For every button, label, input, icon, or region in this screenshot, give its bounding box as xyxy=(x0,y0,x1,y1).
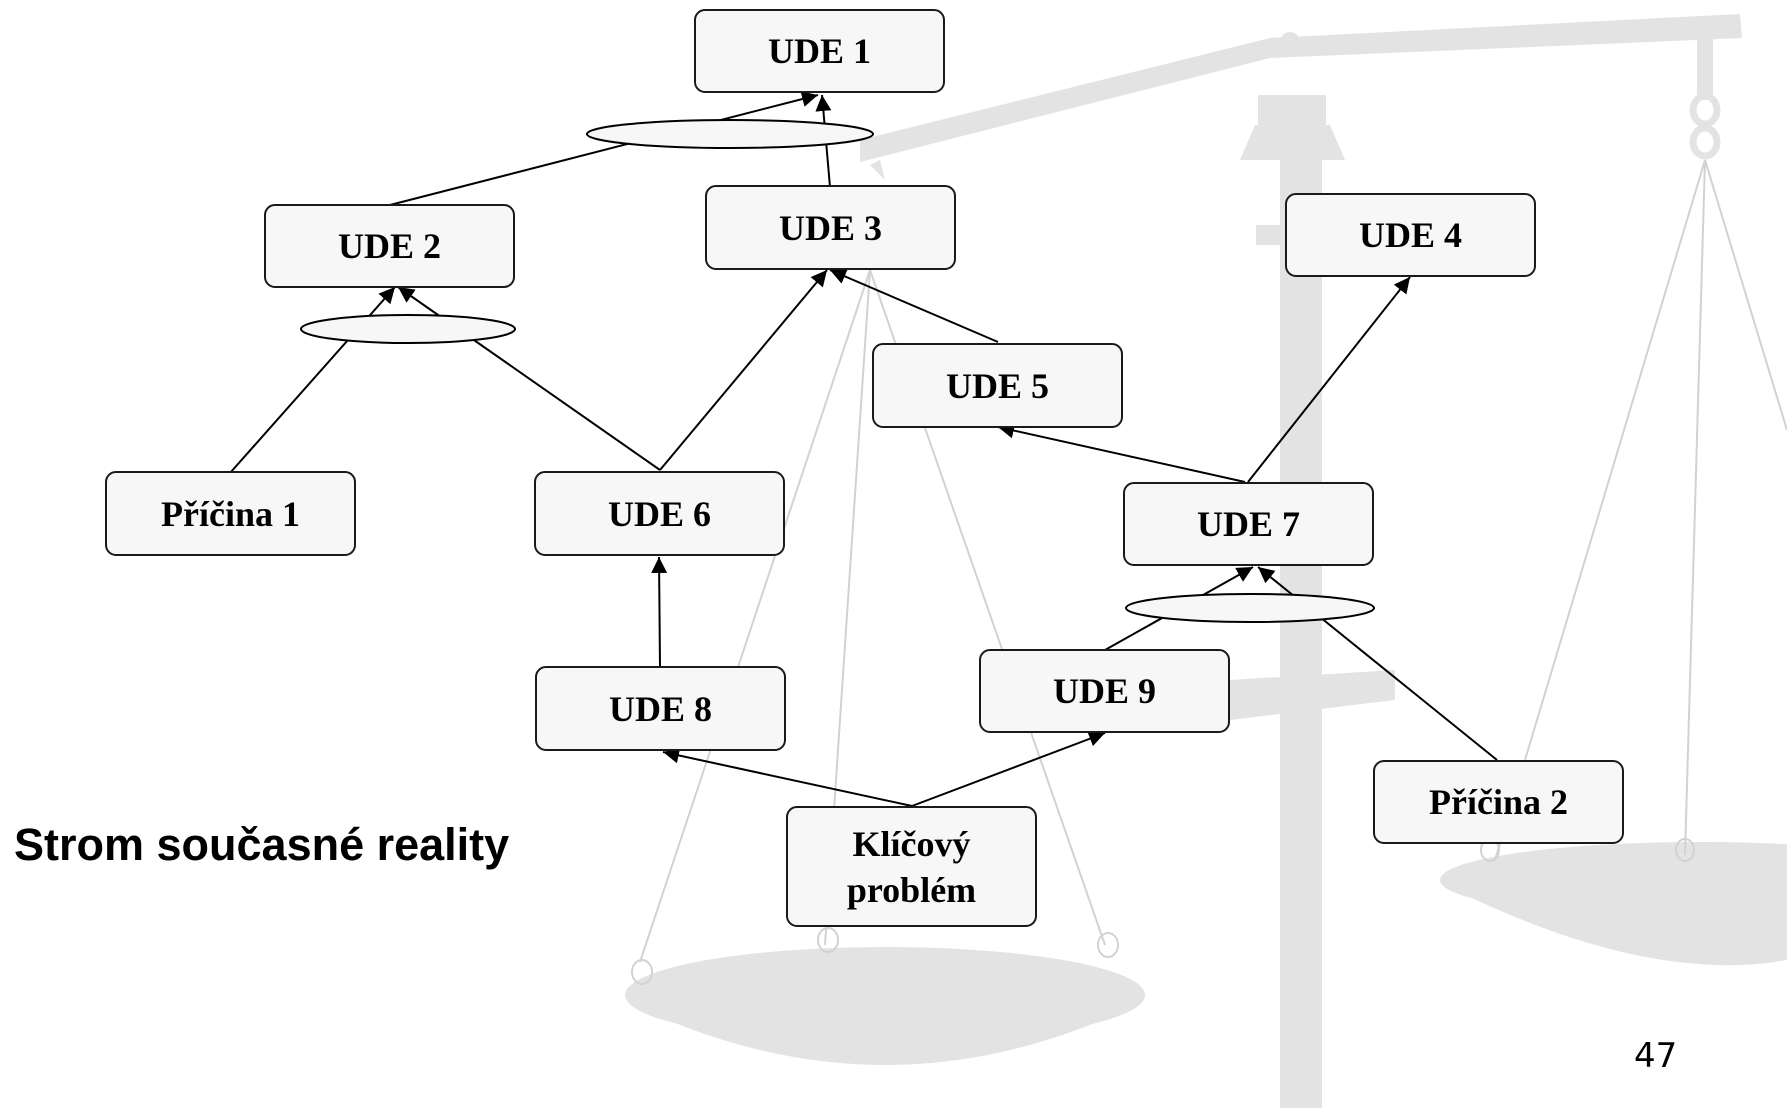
node-ude7[interactable]: UDE 7 xyxy=(1123,482,1374,566)
edge-core-to-ude8 xyxy=(662,747,913,807)
edge-ude7-to-ude5 xyxy=(997,422,1246,483)
node-ude9[interactable]: UDE 9 xyxy=(979,649,1230,733)
edge-ude5-to-ude3 xyxy=(829,268,999,343)
node-cause2[interactable]: Příčina 2 xyxy=(1373,760,1624,844)
node-ude8[interactable]: UDE 8 xyxy=(535,666,786,751)
edge-ude2-to-ude1 xyxy=(389,91,819,206)
edge-ude6-to-ude3 xyxy=(659,269,828,471)
and-connector-ude1 xyxy=(586,119,874,149)
node-cause1[interactable]: Příčina 1 xyxy=(105,471,356,556)
edge-ude7-to-ude4 xyxy=(1247,276,1411,483)
node-ude1[interactable]: UDE 1 xyxy=(694,9,945,93)
node-ude5[interactable]: UDE 5 xyxy=(872,343,1123,428)
edge-ude8-to-ude6 xyxy=(651,556,668,667)
node-ude3[interactable]: UDE 3 xyxy=(705,185,956,270)
edge-ude6-to-ude2 xyxy=(397,286,661,471)
and-connector-ude7 xyxy=(1125,593,1375,623)
page-number: 47 xyxy=(1634,1036,1678,1076)
diagram-title: Strom současné reality xyxy=(14,819,510,870)
node-ude6[interactable]: UDE 6 xyxy=(534,471,785,556)
node-ude4[interactable]: UDE 4 xyxy=(1285,193,1536,277)
node-core-problem[interactable]: Klíčový problém xyxy=(786,806,1037,927)
and-connector-ude2 xyxy=(300,314,516,344)
edge-core-to-ude9 xyxy=(911,731,1106,807)
node-ude2[interactable]: UDE 2 xyxy=(264,204,515,288)
